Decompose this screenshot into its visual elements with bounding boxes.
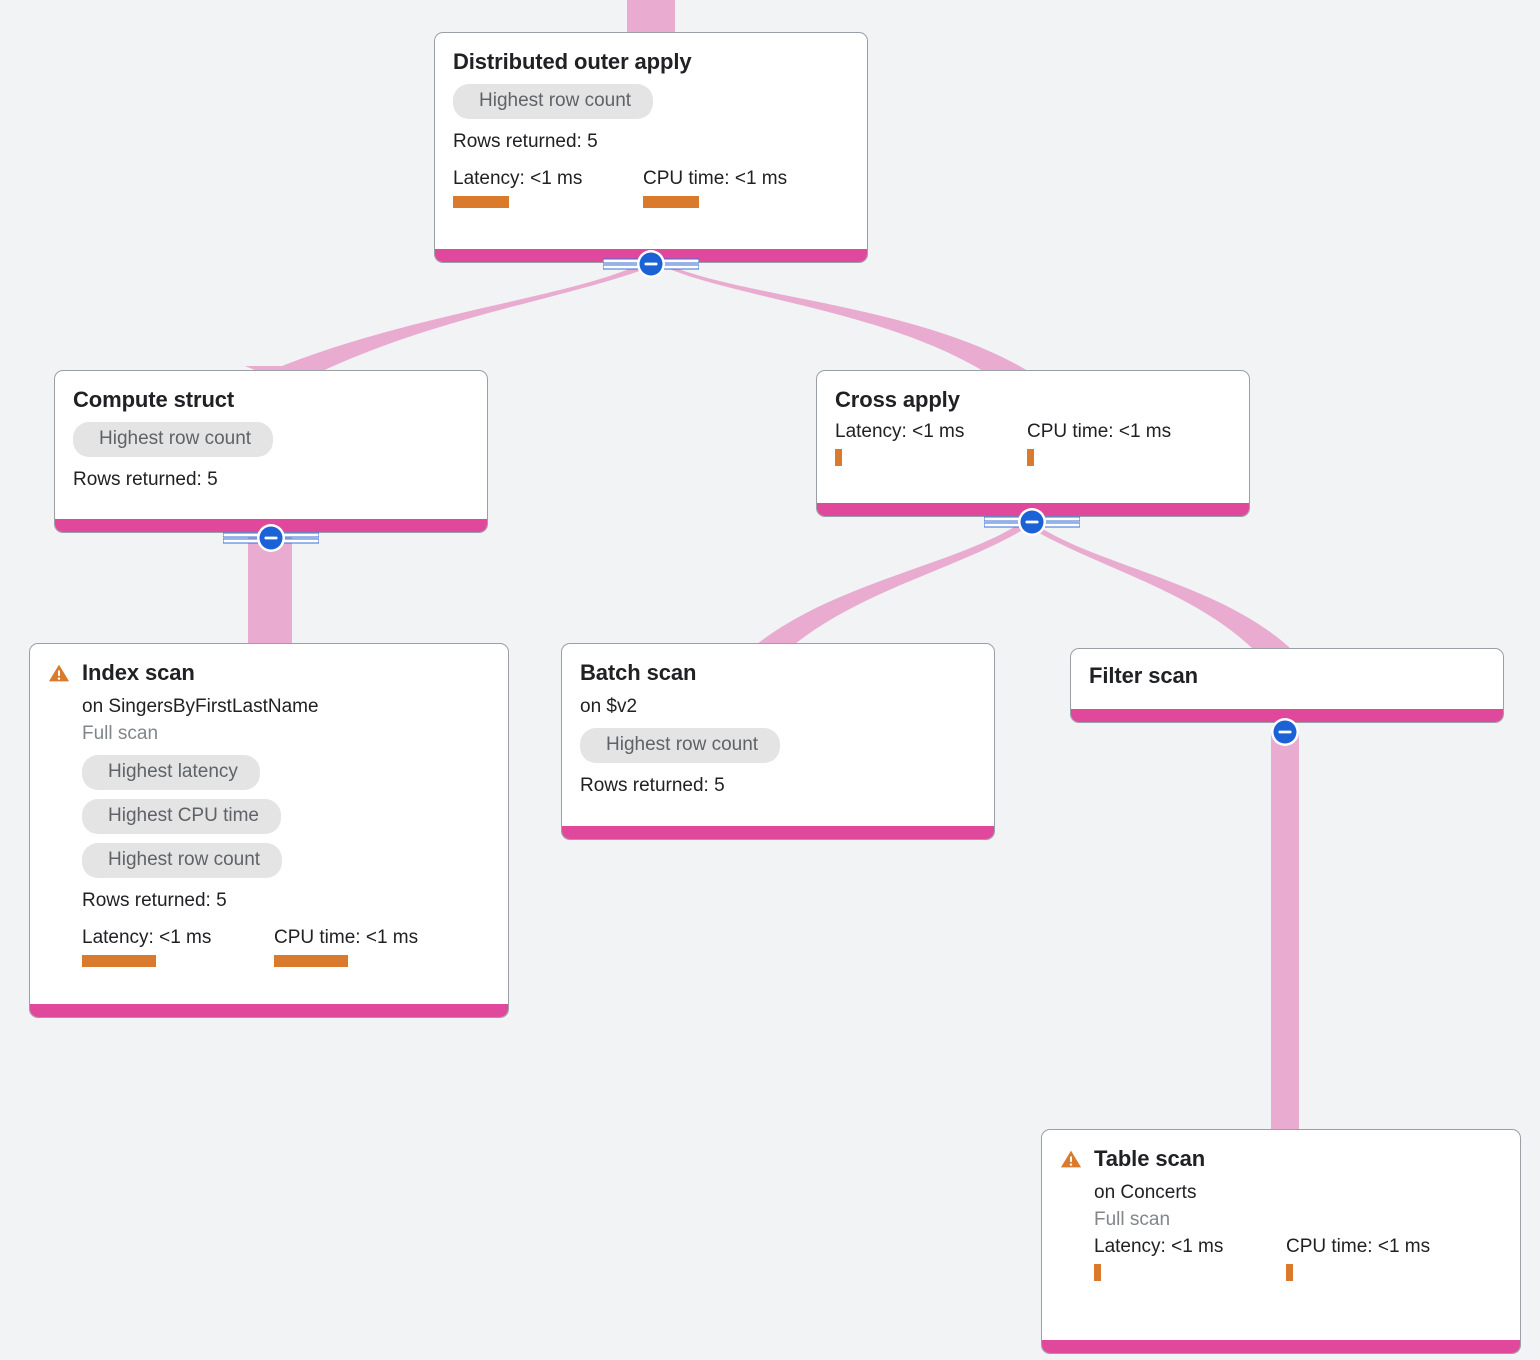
chip-list: Highest latency Highest CPU time Highest… <box>48 746 490 878</box>
plan-node-table-scan[interactable]: Table scan on Concerts Full scan Latency… <box>1041 1129 1521 1354</box>
latency-bar <box>82 955 156 967</box>
collapse-button-compute-struct[interactable] <box>256 523 286 553</box>
cpu-time-bar <box>1027 449 1034 466</box>
node-title-row: Table scan <box>1060 1146 1502 1172</box>
plan-node-filter-scan[interactable]: Filter scan <box>1070 648 1504 723</box>
plan-node-compute-struct[interactable]: Compute struct Highest row count Rows re… <box>54 370 488 533</box>
metrics-row: Latency: <1 ms CPU time: <1 ms <box>1060 1236 1502 1281</box>
cpu-time-metric: CPU time: <1 ms <box>643 168 787 208</box>
latency-label: Latency: <1 ms <box>835 421 965 442</box>
warning-icon <box>1060 1150 1082 1168</box>
node-accent-bar <box>30 1004 508 1017</box>
node-subtitle: on SingersByFirstLastName <box>82 696 319 717</box>
plan-node-cross-apply[interactable]: Cross apply Latency: <1 ms CPU time: <1 … <box>816 370 1250 517</box>
plan-node-index-scan[interactable]: Index scan on SingersByFirstLastName Ful… <box>29 643 509 1018</box>
node-title: Compute struct <box>73 387 235 412</box>
edge-filter-scan-to-table-scan <box>1271 732 1299 1138</box>
cpu-time-label: CPU time: <1 ms <box>1027 421 1172 442</box>
node-title: Index scan <box>82 660 195 685</box>
scan-note: Full scan <box>82 723 159 744</box>
badge-chip-highest-row-count: Highest row count <box>453 84 654 119</box>
node-title: Distributed outer apply <box>453 49 692 74</box>
node-subtitle: on Concerts <box>1094 1182 1197 1203</box>
cpu-time-bar <box>1286 1264 1293 1281</box>
badge-chip-highest-row-count: Highest row count <box>73 422 274 457</box>
metrics-row: Latency: <1 ms CPU time: <1 ms <box>453 168 849 208</box>
latency-bar <box>453 196 509 208</box>
node-title: Cross apply <box>835 387 960 412</box>
edge-incoming-to-distributed-outer-apply <box>627 0 675 36</box>
metrics-row: Latency: <1 ms CPU time: <1 ms <box>48 927 490 967</box>
latency-label: Latency: <1 ms <box>82 927 212 948</box>
node-accent-bar <box>1042 1340 1520 1353</box>
node-accent-bar <box>1071 709 1503 722</box>
latency-metric: Latency: <1 ms <box>453 168 643 208</box>
cpu-time-bar <box>643 196 699 208</box>
cpu-time-bar <box>274 955 348 967</box>
node-title-row: Cross apply <box>835 387 1231 413</box>
cpu-time-metric: CPU time: <1 ms <box>1286 1236 1430 1281</box>
node-accent-bar <box>562 826 994 839</box>
edge-distributed-outer-apply-to-cross-apply <box>662 266 1045 382</box>
cpu-time-label: CPU time: <1 ms <box>274 927 419 948</box>
warning-icon <box>48 664 70 682</box>
edge-cross-apply-to-filter-scan <box>1030 526 1290 648</box>
node-title-row: Batch scan <box>580 660 976 686</box>
edge-distributed-outer-apply-to-compute-struct <box>245 266 648 382</box>
node-title-row: Filter scan <box>1089 663 1485 689</box>
node-title: Filter scan <box>1089 663 1198 688</box>
node-body: Cross apply Latency: <1 ms CPU time: <1 … <box>817 371 1249 503</box>
badge-chip-highest-latency: Highest latency <box>82 755 260 790</box>
latency-metric: Latency: <1 ms <box>835 421 1027 466</box>
rows-returned-label: Rows returned: 5 <box>82 890 227 911</box>
node-title: Table scan <box>1094 1146 1206 1171</box>
node-body: Index scan on SingersByFirstLastName Ful… <box>30 644 508 1004</box>
edge-compute-struct-to-index-scan <box>248 536 292 650</box>
node-title-row: Compute struct <box>73 387 469 413</box>
collapse-button-filter-scan[interactable] <box>1270 717 1300 747</box>
node-body: Filter scan <box>1071 649 1503 709</box>
node-body: Distributed outer apply Highest row coun… <box>435 33 867 249</box>
plan-node-distributed-outer-apply[interactable]: Distributed outer apply Highest row coun… <box>434 32 868 263</box>
node-title-row: Distributed outer apply <box>453 49 849 75</box>
collapse-button-distributed-outer-apply[interactable] <box>636 249 666 279</box>
rows-returned-label: Rows returned: 5 <box>453 131 598 152</box>
rows-returned-label: Rows returned: 5 <box>73 469 218 490</box>
cpu-time-label: CPU time: <1 ms <box>1286 1236 1431 1257</box>
badge-chip-highest-row-count: Highest row count <box>580 728 781 763</box>
badge-chip-highest-cpu-time: Highest CPU time <box>82 799 281 834</box>
metrics-row: Latency: <1 ms CPU time: <1 ms <box>835 421 1231 466</box>
latency-bar <box>1094 1264 1101 1281</box>
node-subtitle: on $v2 <box>580 696 638 717</box>
node-title: Batch scan <box>580 660 697 685</box>
latency-label: Latency: <1 ms <box>453 168 583 189</box>
rows-returned-label: Rows returned: 5 <box>580 775 725 796</box>
edge-cross-apply-to-batch-scan <box>752 526 1026 648</box>
node-body: Batch scan on $v2 Highest row count Rows… <box>562 644 994 826</box>
node-body: Compute struct Highest row count Rows re… <box>55 371 487 519</box>
collapse-button-cross-apply[interactable] <box>1017 507 1047 537</box>
badge-chip-highest-row-count: Highest row count <box>82 843 283 878</box>
latency-metric: Latency: <1 ms <box>82 927 274 967</box>
cpu-time-metric: CPU time: <1 ms <box>1027 421 1171 466</box>
latency-metric: Latency: <1 ms <box>1094 1236 1286 1281</box>
cpu-time-label: CPU time: <1 ms <box>643 168 788 189</box>
latency-bar <box>835 449 842 466</box>
latency-label: Latency: <1 ms <box>1094 1236 1224 1257</box>
plan-node-batch-scan[interactable]: Batch scan on $v2 Highest row count Rows… <box>561 643 995 840</box>
cpu-time-metric: CPU time: <1 ms <box>274 927 418 967</box>
node-body: Table scan on Concerts Full scan Latency… <box>1042 1130 1520 1340</box>
scan-note: Full scan <box>1094 1209 1171 1230</box>
node-title-row: Index scan <box>48 660 490 686</box>
